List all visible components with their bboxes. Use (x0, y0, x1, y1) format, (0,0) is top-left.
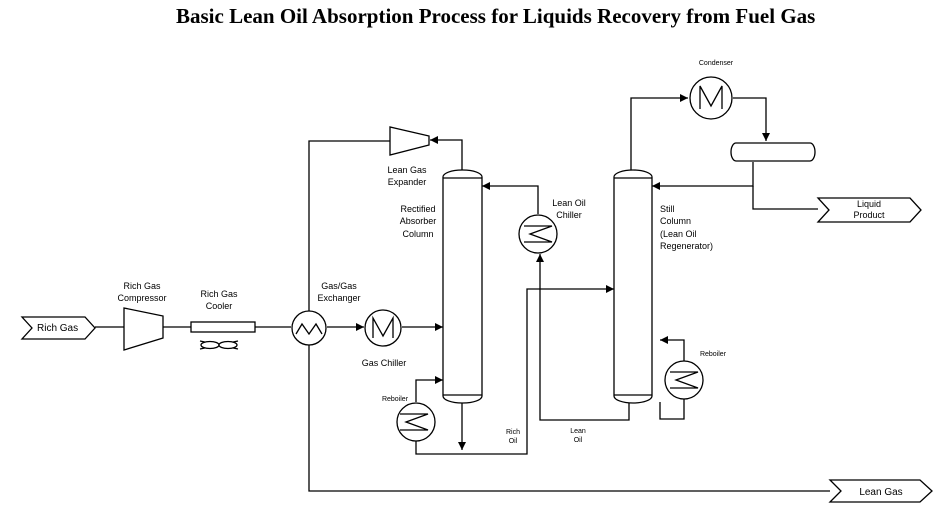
rich-gas-label: Rich Gas (37, 323, 78, 334)
rich-oil-label-line2: Oil (509, 438, 518, 445)
condenser-label: Condenser (699, 60, 734, 67)
absorber-label-line3: Column (402, 229, 433, 239)
still-reboiler-label: Reboiler (700, 351, 727, 358)
rich-gas-compressor: Rich Gas Compressor (117, 281, 167, 351)
lean-gas-label: Lean Gas (859, 487, 902, 498)
gas-gas-exchanger: Gas/Gas Exchanger (291, 281, 361, 346)
line-lean-oil-return (536, 254, 630, 421)
line-still-to-condenser (630, 94, 688, 170)
exchanger-label-line2: Exchanger (317, 293, 360, 303)
rich-gas-cooler: Rich Gas Cooler (190, 289, 256, 350)
compressor-label-line2: Compressor (117, 293, 166, 303)
fan-blade-left-icon (200, 340, 220, 350)
absorber-label-line2: Absorber (400, 216, 437, 226)
lean-oil-label-line2: Oil (574, 437, 583, 444)
still-label-line3: (Lean Oil (660, 229, 697, 239)
absorber-reboiler-label: Reboiler (382, 396, 409, 403)
liquid-product-label-line1: Liquid (857, 199, 881, 209)
expander-label-line1: Lean Gas (387, 165, 427, 175)
absorber-reboiler-coil-icon (400, 413, 429, 431)
line-absorber-to-expander (430, 136, 463, 170)
condenser: Condenser (689, 60, 734, 120)
lean-gas-outlet: Lean Gas (828, 479, 933, 503)
rectified-absorber-column: Rectified Absorber Column (400, 169, 483, 404)
chiller-coil-icon (372, 315, 394, 338)
exchanger-coil-icon (295, 322, 323, 336)
lean-oil-chiller-label-line1: Lean Oil (552, 198, 586, 208)
stream-lines (95, 94, 830, 492)
lean-oil-chiller-coil-icon (524, 225, 553, 243)
line-chiller-to-absorber-top (482, 182, 539, 214)
line-reboiler-to-absorber (415, 376, 443, 402)
line-expander-to-exchanger (308, 140, 390, 316)
diagram-title: Basic Lean Oil Absorption Process for Li… (176, 4, 816, 28)
gas-chiller-label: Gas Chiller (362, 358, 407, 368)
condenser-coil-icon (699, 85, 723, 109)
absorber-label-line1: Rectified (400, 204, 435, 214)
still-column: Still Column (Lean Oil Regenerator) (613, 169, 713, 404)
still-reboiler: Reboiler (664, 351, 727, 400)
rich-gas-inlet: Rich Gas (20, 316, 96, 340)
still-label-line2: Column (660, 216, 691, 226)
still-label-line4: Regenerator) (660, 241, 713, 251)
exchanger-label-line1: Gas/Gas (321, 281, 357, 291)
gas-chiller: Gas Chiller (362, 309, 407, 368)
reflux-drum (730, 142, 816, 162)
line-condenser-to-drum (733, 97, 770, 141)
line-reboiler-to-still (660, 336, 685, 362)
cooler-label-line2: Cooler (206, 301, 233, 311)
rich-oil-label-line1: Rich (506, 429, 520, 436)
compressor-label-line1: Rich Gas (123, 281, 161, 291)
still-label-line1: Still (660, 204, 675, 214)
line-reflux-to-still (652, 162, 754, 190)
absorber-reboiler: Reboiler (382, 396, 436, 442)
line-liquid-product (752, 186, 818, 210)
lean-oil-chiller-label-line2: Chiller (556, 210, 582, 220)
fan-blade-right-icon (218, 340, 238, 350)
still-reboiler-coil-icon (670, 371, 699, 389)
line-still-bottom-to-reboiler (659, 398, 685, 420)
lean-oil-label-line1: Lean (570, 428, 586, 435)
expander-label-line2: Expander (388, 177, 427, 187)
liquid-product-label-line2: Product (853, 210, 885, 220)
liquid-product-outlet: Liquid Product (816, 197, 922, 223)
lean-gas-expander: Lean Gas Expander (387, 126, 430, 187)
lean-oil-chiller: Lean Oil Chiller (518, 198, 586, 254)
cooler-label-line1: Rich Gas (200, 289, 238, 299)
line-rich-oil-to-still (415, 285, 614, 455)
line-lean-gas-out (308, 340, 830, 492)
